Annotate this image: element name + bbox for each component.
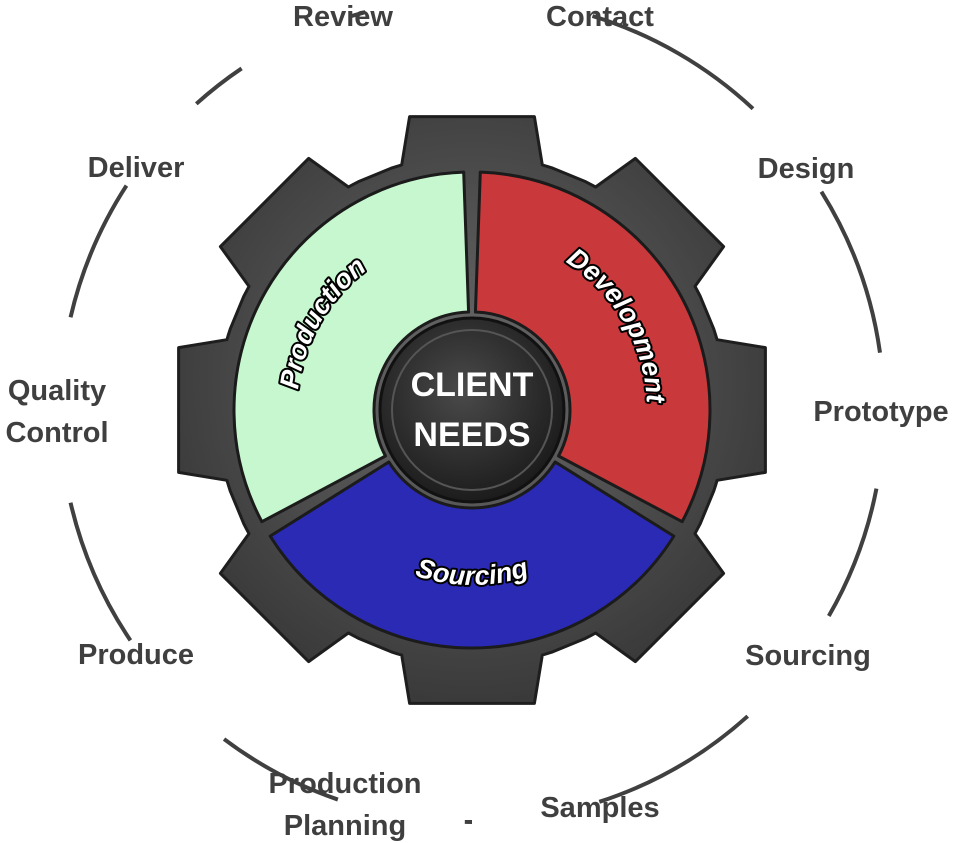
- cycle-step-label: Prototype: [813, 396, 948, 428]
- segment-production: [232, 170, 471, 524]
- cycle-step-label: Samples: [540, 792, 659, 824]
- center-label-line2: NEEDS: [413, 416, 530, 454]
- cycle-arc: [827, 488, 879, 617]
- cycle-arc: [194, 66, 243, 106]
- cycle-step-label: Control: [5, 417, 108, 449]
- cycle-arc: [68, 184, 129, 318]
- cycle-arc: [222, 737, 339, 802]
- cycle-step-label: Production: [268, 768, 421, 800]
- cycle-ring: [68, 10, 882, 824]
- cycle-arc: [591, 14, 755, 111]
- cycle-step-label: Planning: [284, 810, 406, 842]
- segment-development: [473, 170, 712, 524]
- cycle-step-label: Sourcing: [745, 640, 871, 672]
- cycle-arc: [351, 10, 366, 18]
- cycle-step-label: Quality: [8, 375, 106, 407]
- cycle-arc: [598, 714, 750, 804]
- cycle-step-label: Review: [293, 1, 393, 33]
- cycle-step-label: Design: [758, 153, 855, 185]
- cycle-arc: [819, 190, 882, 353]
- cycle-step-label: Produce: [78, 639, 194, 671]
- center-label-line1: CLIENT: [411, 366, 534, 404]
- center-hub: [378, 316, 566, 504]
- cycle-step-label: Contact: [546, 1, 654, 33]
- cycle-arc: [68, 502, 133, 642]
- cycle-step-label: Deliver: [88, 152, 185, 184]
- segment-sourcing: [268, 460, 676, 650]
